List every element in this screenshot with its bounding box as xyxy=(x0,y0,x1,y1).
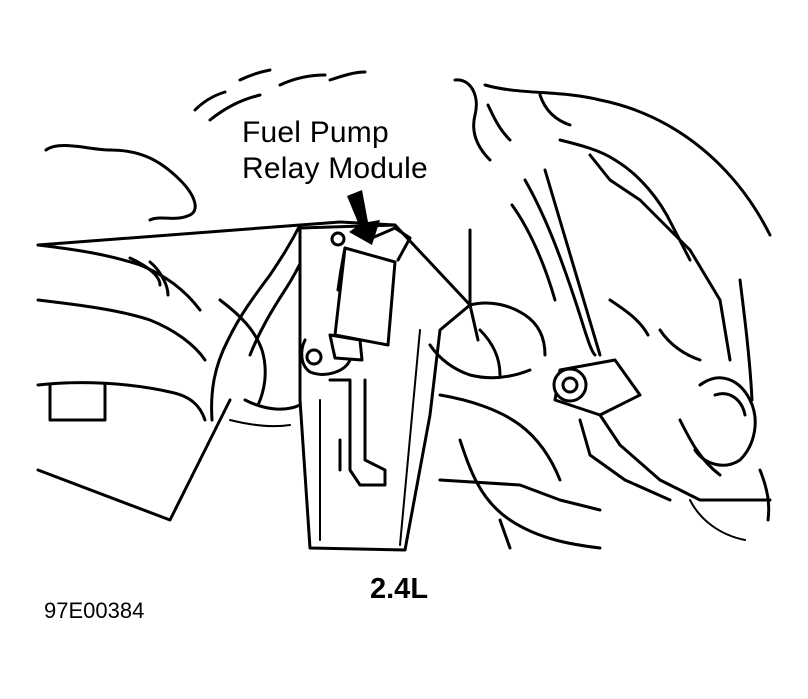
relay-callout-label: Fuel Pump Relay Module xyxy=(242,115,428,187)
right-engine-components xyxy=(428,83,772,550)
callout-arrow xyxy=(347,190,380,245)
callout-line-2: Relay Module xyxy=(242,152,428,185)
callout-line-1: Fuel Pump xyxy=(242,116,389,149)
fuel-pump-relay-module xyxy=(300,226,412,376)
engine-size-label: 2.4L xyxy=(370,573,429,605)
figure-code: 97E00384 xyxy=(44,598,145,623)
upper-body-contours xyxy=(44,68,512,222)
